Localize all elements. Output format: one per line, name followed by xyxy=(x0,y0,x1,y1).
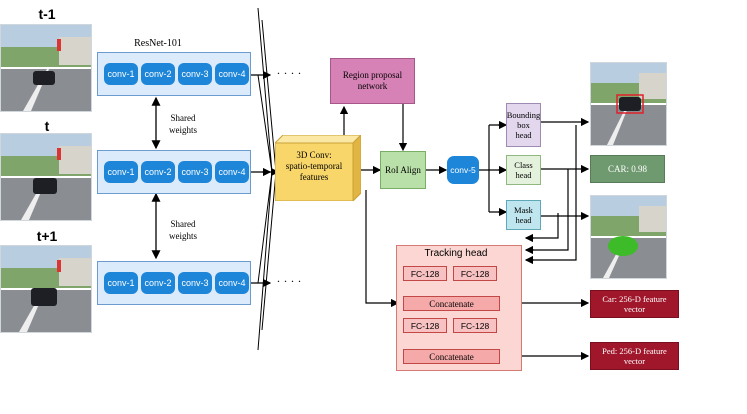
frame-image-t xyxy=(0,133,92,221)
bbox-head-label: Bounding box head xyxy=(506,110,541,140)
fc-128-block: FC-128 xyxy=(453,266,497,281)
car-feature-label: Car: 256-D feature vector xyxy=(602,294,667,314)
backbone-title: ResNet-101 xyxy=(134,38,182,49)
car-feature-vector: Car: 256-D feature vector xyxy=(590,290,679,318)
shared-weights-label-1: Shared weights xyxy=(169,113,197,135)
conv-block: conv-3 xyxy=(178,63,212,85)
arrow-conv5-heads xyxy=(479,124,505,213)
backbone-row-1: conv-1 conv-2 conv-3 conv-4 xyxy=(97,52,251,96)
fc-128-block: FC-128 xyxy=(453,318,497,333)
frame-label-t-plus-1: t+1 xyxy=(36,228,58,244)
conv-block: conv-1 xyxy=(104,161,138,183)
shared-weights-label-2: Shared weights xyxy=(169,219,197,241)
concatenate-block: Concatenate xyxy=(403,349,500,364)
frame-image-t-minus-1 xyxy=(0,24,92,112)
conv5-block: conv-5 xyxy=(447,156,479,184)
conv-block: conv-2 xyxy=(141,63,175,85)
ped-feature-label: Ped: 256-D feature vector xyxy=(602,346,667,366)
roi-align-label: RoI Align xyxy=(385,165,421,175)
conv3d-label: 3D Conv: spatio-temporal features xyxy=(285,150,343,182)
mask-head: Mask head xyxy=(506,200,541,230)
tracking-head-title: Tracking head xyxy=(424,248,488,259)
conv-block: conv-4 xyxy=(215,161,249,183)
mask-output-image xyxy=(590,195,667,279)
arrow-heads-tracking xyxy=(526,125,577,261)
conv-block: conv-4 xyxy=(215,272,249,294)
conv3d-cube xyxy=(275,135,361,201)
fc-128-block: FC-128 xyxy=(403,266,447,281)
conv-block: conv-1 xyxy=(104,63,138,85)
roi-align: RoI Align xyxy=(380,151,426,189)
conv-block: conv-3 xyxy=(178,161,212,183)
converge-lines xyxy=(257,7,277,351)
bbox-output-image xyxy=(590,62,667,146)
backbone-row-3: conv-1 conv-2 conv-3 conv-4 xyxy=(97,261,251,305)
conv-block: conv-1 xyxy=(104,272,138,294)
rpn-label: Region proposal network xyxy=(342,70,403,91)
conv-block: conv-4 xyxy=(215,63,249,85)
mask-head-label: Mask head xyxy=(514,205,533,225)
concatenate-block: Concatenate xyxy=(403,296,500,311)
frame-label-t: t xyxy=(44,118,50,134)
class-head-label: Class head xyxy=(514,160,533,180)
class-head: Class head xyxy=(506,155,541,185)
row-3-trailing-dots: · · · · xyxy=(276,274,302,288)
class-result-label: CAR: 0.98 xyxy=(607,164,647,174)
conv-block: conv-3 xyxy=(178,272,212,294)
row-1-trailing-dots: · · · · xyxy=(276,66,302,80)
bounding-box-head: Bounding box head xyxy=(506,103,541,147)
conv5-label: conv-5 xyxy=(450,165,476,175)
region-proposal-network: Region proposal network xyxy=(330,58,415,104)
conv-block: conv-2 xyxy=(141,272,175,294)
ped-feature-vector: Ped: 256-D feature vector xyxy=(590,342,679,370)
backbone-row-2: conv-1 conv-2 conv-3 conv-4 xyxy=(97,150,251,194)
frame-label-t-minus-1: t-1 xyxy=(38,6,56,22)
frame-image-t-plus-1 xyxy=(0,245,92,333)
arrow-3dconv-tracking xyxy=(365,190,400,308)
fc-128-block: FC-128 xyxy=(403,318,447,333)
class-result: CAR: 0.98 xyxy=(590,155,665,183)
conv-block: conv-2 xyxy=(141,161,175,183)
